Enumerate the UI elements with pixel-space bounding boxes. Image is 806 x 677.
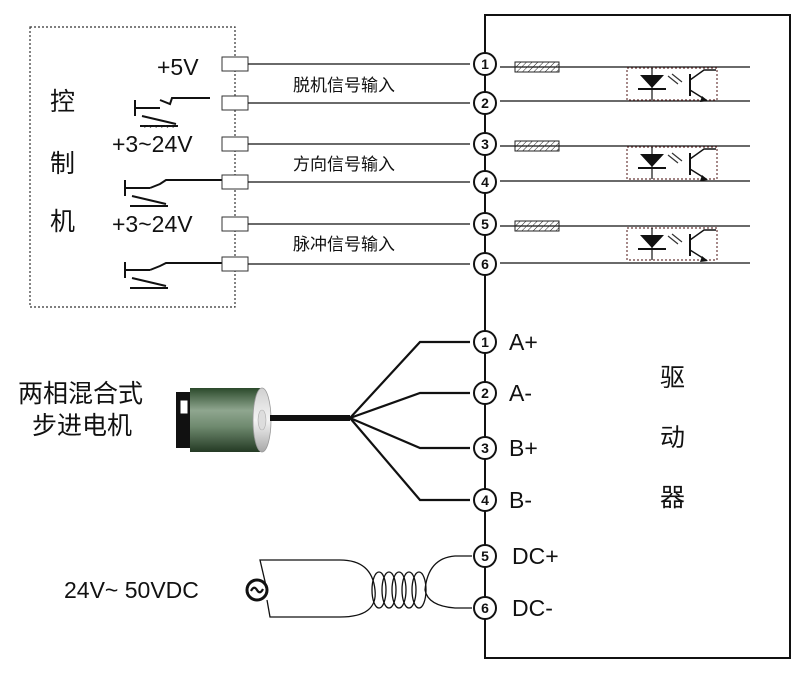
signal-pin-4: 4 (481, 174, 489, 190)
power-supply-label: 24V~ 50VDC (64, 577, 199, 603)
ground-symbol-1 (134, 97, 210, 127)
motor-pin-2: 2 (481, 385, 489, 401)
motor-pin-4: 4 (481, 492, 489, 508)
motor-label-line2: 步进电机 (32, 411, 132, 440)
voltage-label-5v: +5V (157, 54, 199, 80)
motor-pin-label-b-plus: B+ (509, 435, 538, 461)
signal-pin-2: 2 (481, 95, 489, 111)
power-pin-6: 6 (481, 600, 489, 616)
signal-pin-1: 1 (481, 56, 489, 72)
signal-pin-6: 6 (481, 256, 489, 272)
controller-char-2: 制 (50, 149, 75, 178)
power-pin-circles (473, 544, 497, 620)
signal-label-enable: 脱机信号输入 (293, 76, 395, 96)
motor-pin-label-a-minus: A- (509, 380, 532, 406)
controller-char-1: 控 (50, 87, 75, 116)
stepper-motor-icon (176, 387, 272, 453)
optocoupler-1 (626, 67, 718, 102)
signal-label-pulse: 脉冲信号输入 (293, 235, 395, 255)
ground-symbol-2 (124, 179, 232, 207)
signal-label-direction: 方向信号输入 (293, 155, 395, 175)
signal-pin-5: 5 (481, 216, 489, 232)
signal-pin-3: 3 (481, 136, 489, 152)
motor-wires (349, 340, 470, 502)
twisted-pair (371, 571, 427, 609)
motor-pin-circles (473, 330, 497, 512)
driver-char-3: 器 (660, 483, 685, 512)
motor-pin-label-b-minus: B- (509, 487, 532, 513)
motor-pin-label-a-plus: A+ (509, 329, 538, 355)
power-pin-5: 5 (481, 548, 489, 564)
signal-pin-circles (473, 52, 497, 276)
signal-wires (248, 63, 470, 265)
power-wires (259, 555, 472, 618)
power-pin-label-dc-plus: DC+ (512, 543, 559, 569)
controller-char-3: 机 (50, 207, 75, 236)
resistors (514, 61, 560, 232)
controller-terminals (221, 56, 249, 272)
optocoupler-3 (626, 227, 718, 262)
driver-char-2: 动 (660, 423, 685, 452)
controller-box (29, 26, 236, 308)
motor-label-line1: 两相混合式 (18, 379, 143, 408)
voltage-label-pul: +3~24V (112, 211, 193, 237)
ac-source-icon (245, 578, 269, 602)
motor-pin-3: 3 (481, 440, 489, 456)
ground-symbol-3 (124, 262, 232, 289)
power-pin-label-dc-minus: DC- (512, 595, 553, 621)
optocoupler-2 (626, 146, 718, 181)
motor-pin-1: 1 (481, 334, 489, 350)
voltage-label-dir: +3~24V (112, 131, 193, 157)
driver-char-1: 驱 (660, 363, 685, 392)
